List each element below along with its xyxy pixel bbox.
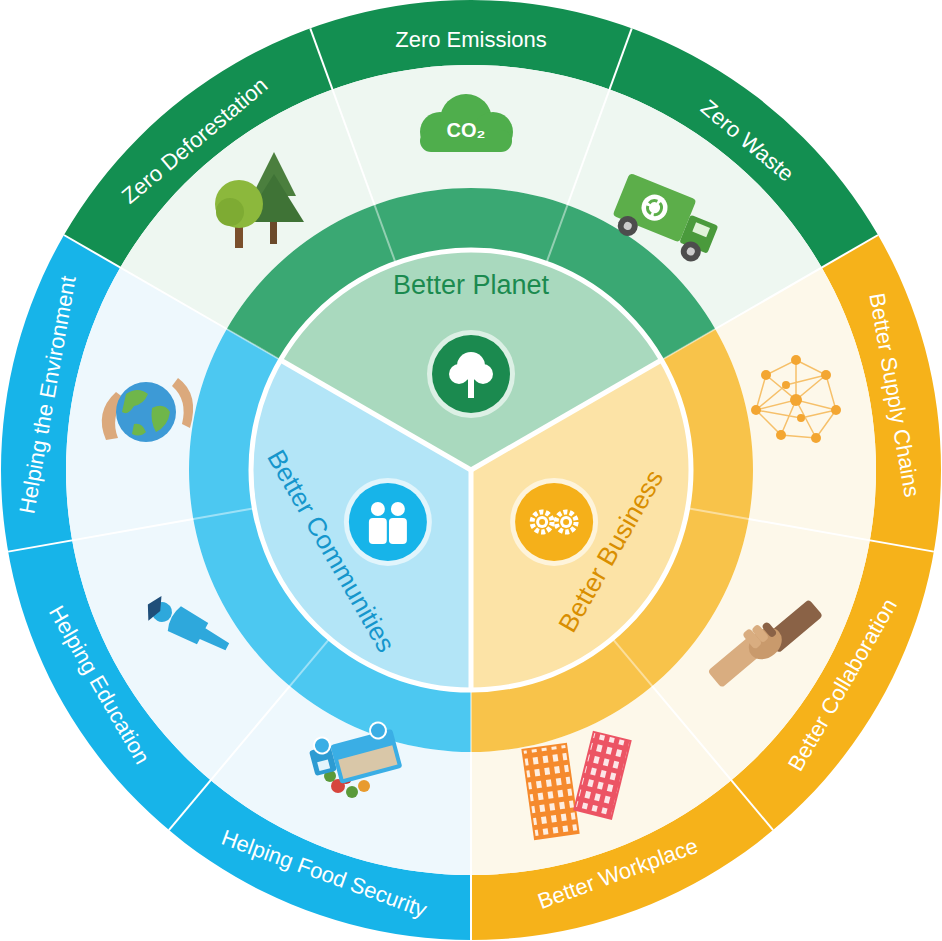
business-icon (510, 478, 598, 566)
segment-divider (310, 28, 374, 205)
garbage-truck (607, 173, 724, 267)
trees-icon (215, 152, 304, 248)
center-border (251, 250, 691, 690)
icons (102, 94, 841, 840)
handshake-icon (704, 587, 823, 696)
ring-divider (612, 639, 652, 686)
segment-label: Zero Emissions (395, 28, 547, 52)
segment-divider (567, 28, 631, 205)
ring-divider (227, 329, 281, 360)
segment-divider (64, 235, 227, 329)
sector-divider (469, 470, 474, 690)
buildings-icon (521, 731, 631, 841)
segment-divider (715, 235, 878, 329)
ring-divider (662, 329, 716, 360)
cloud-label: CO₂ (447, 119, 486, 142)
ring-divider (470, 690, 472, 752)
food-truck-icon (306, 719, 402, 798)
co2-cloud (420, 94, 513, 152)
sector-label: Better Planet (393, 271, 549, 301)
center-sector-fill (251, 360, 471, 690)
segment-divider (652, 686, 773, 830)
ring-divider (290, 639, 330, 686)
ring-segment: Zero Emissions (395, 28, 547, 52)
globe-hands-icon (102, 378, 193, 442)
segment-divider (8, 519, 193, 552)
ring-divider (193, 508, 254, 519)
ring-divider (375, 205, 396, 263)
ring-divider (688, 508, 749, 519)
center-sector: Better Planet (393, 271, 549, 301)
center-sector-fill (471, 360, 691, 690)
ring-divider (546, 205, 567, 263)
graduate-icon (141, 592, 234, 659)
communities-icon (344, 478, 432, 566)
network-icon (751, 355, 841, 443)
planet-icon (427, 330, 515, 418)
segment-divider (470, 752, 472, 940)
segment-divider (749, 519, 934, 552)
segment-divider (169, 686, 290, 830)
